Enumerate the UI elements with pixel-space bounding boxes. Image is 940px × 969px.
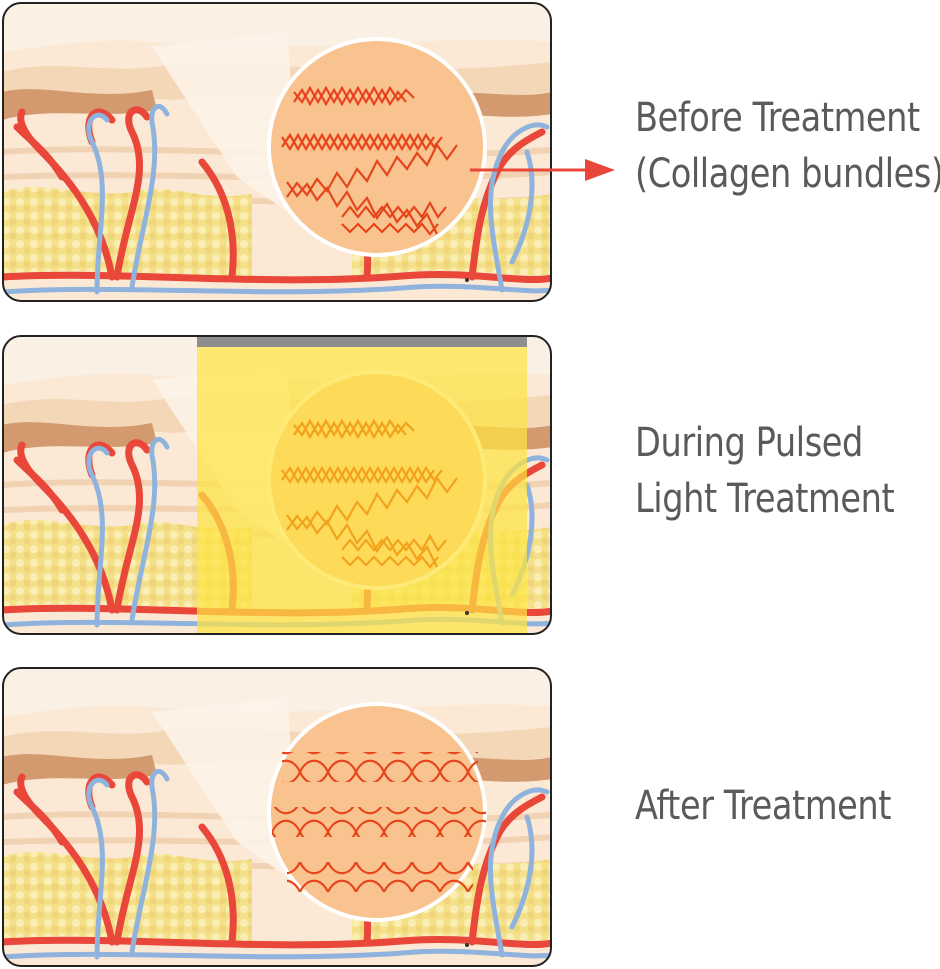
pulsed-light-beam <box>197 345 527 634</box>
epidermis-layer <box>3 89 157 120</box>
caption-after-line-1: After Treatment <box>635 783 892 829</box>
skin-surface <box>3 3 551 52</box>
caption-before-line-2: (Collagen bundles) <box>635 151 940 197</box>
caption-during: During Pulsed Light Treatment <box>635 415 895 527</box>
caption-before-line-1: Before Treatment <box>635 95 920 141</box>
callout-arrow <box>470 159 615 181</box>
caption-before: Before Treatment (Collagen bundles) <box>635 90 940 202</box>
panel-frame <box>2 335 552 635</box>
caption-during-line-1: During Pulsed <box>635 420 863 466</box>
arrow-head-icon <box>585 159 615 181</box>
panel-frame <box>2 2 552 302</box>
panel-frame <box>2 667 552 967</box>
zoom-magnifier <box>152 697 487 922</box>
caption-during-line-2: Light Treatment <box>635 476 895 522</box>
vein-network <box>3 104 551 295</box>
collagen-bundles-heated <box>281 418 458 569</box>
panel-after-treatment <box>2 667 552 967</box>
epidermis-layer <box>3 754 157 785</box>
skin-cross-section-before <box>2 2 552 302</box>
light-source-device <box>197 336 527 347</box>
vein-network <box>3 769 551 960</box>
skin-cross-section-during <box>2 335 552 635</box>
collagen-bundles-tangled <box>281 85 458 236</box>
epidermis-layer <box>3 422 157 453</box>
panel-during-treatment <box>2 335 552 635</box>
collagen-bundles-ordered <box>272 752 486 892</box>
skin-cross-section-after <box>2 667 552 967</box>
zoom-magnifier <box>152 32 487 257</box>
caption-after: After Treatment <box>635 778 891 834</box>
panel-before-treatment <box>2 2 552 302</box>
